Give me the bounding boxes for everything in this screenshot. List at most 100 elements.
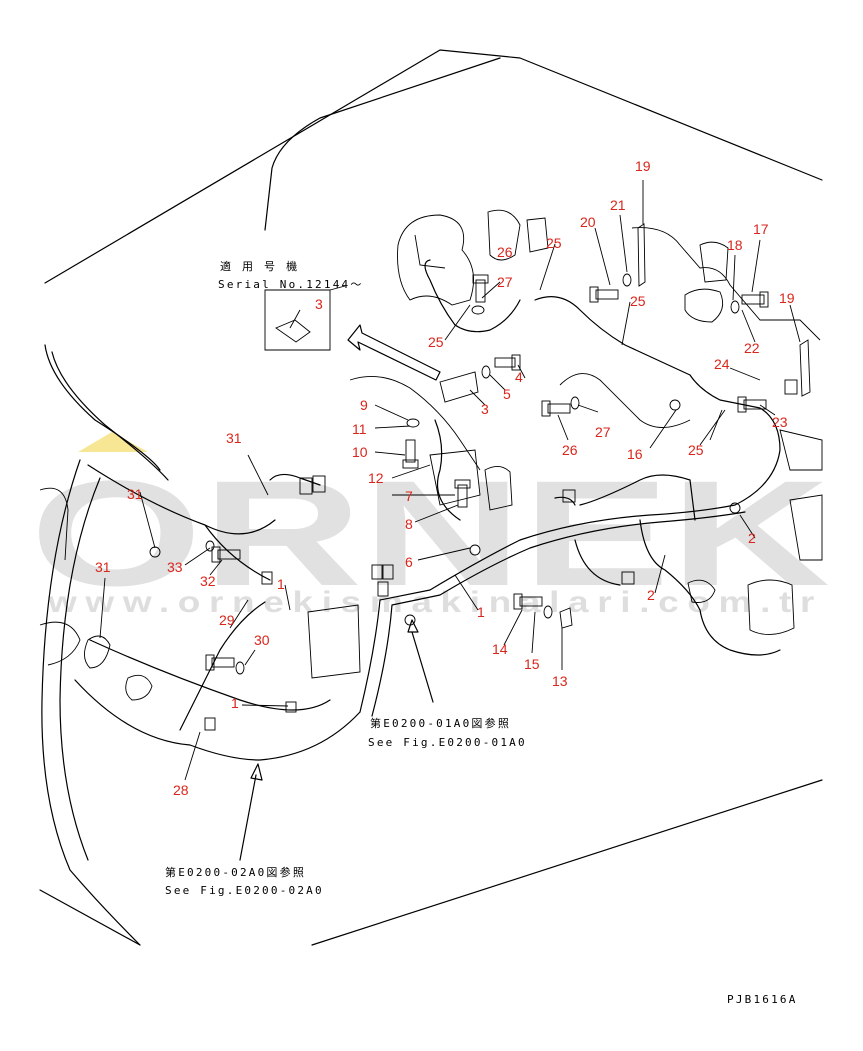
callout-27: 27 bbox=[595, 424, 611, 440]
callout-26: 26 bbox=[497, 244, 513, 260]
callout-25: 25 bbox=[428, 334, 444, 350]
callout-4: 4 bbox=[515, 369, 523, 385]
washer-icon bbox=[570, 396, 580, 410]
callout-31: 31 bbox=[127, 486, 143, 502]
callout-23: 23 bbox=[772, 414, 788, 430]
callout-5: 5 bbox=[503, 386, 511, 402]
watermark-accent bbox=[78, 432, 148, 452]
fasteners bbox=[149, 223, 811, 731]
bolt-icon bbox=[741, 291, 769, 308]
callout-12: 12 bbox=[368, 470, 384, 486]
callout-19: 19 bbox=[635, 158, 651, 174]
clamp-icon bbox=[669, 399, 681, 411]
callout-7: 7 bbox=[405, 488, 413, 504]
washer-icon bbox=[406, 418, 420, 428]
ref-fig1-en: See Fig.E0200-01A0 bbox=[368, 736, 527, 749]
callout-15: 15 bbox=[524, 656, 540, 672]
direction-arrow bbox=[347, 324, 441, 381]
bolt-icon bbox=[589, 286, 619, 303]
callout-8: 8 bbox=[405, 516, 413, 532]
bracket-icon bbox=[559, 607, 573, 629]
callout-27: 27 bbox=[497, 274, 513, 290]
reference-arrows bbox=[239, 619, 434, 861]
washer-icon bbox=[471, 305, 485, 315]
leader-lines bbox=[99, 180, 801, 781]
callout-1: 1 bbox=[231, 695, 239, 711]
callout-13: 13 bbox=[552, 673, 568, 689]
bolt-icon bbox=[513, 593, 543, 610]
serial-label-en: Serial No.12144～ bbox=[218, 278, 364, 291]
bolt-icon bbox=[472, 274, 489, 303]
connector-icon bbox=[261, 571, 273, 585]
callout-32: 32 bbox=[200, 573, 216, 589]
callout-31: 31 bbox=[226, 430, 242, 446]
callout-3: 3 bbox=[481, 401, 489, 417]
bolt-icon bbox=[454, 479, 471, 508]
callout-19: 19 bbox=[779, 290, 795, 306]
callout-9: 9 bbox=[360, 397, 368, 413]
bolt-icon bbox=[402, 439, 419, 469]
callout-numbers: 19 21 20 17 18 19 26 25 27 25 25 22 24 4… bbox=[95, 158, 795, 798]
bolt-icon bbox=[494, 354, 521, 371]
washer-icon bbox=[235, 661, 245, 675]
connector-icon bbox=[285, 701, 297, 713]
bracket-icon bbox=[799, 339, 811, 397]
callout-17: 17 bbox=[753, 221, 769, 237]
bolt-icon bbox=[205, 654, 235, 671]
callout-11: 11 bbox=[352, 421, 367, 437]
callout-24: 24 bbox=[714, 356, 730, 372]
ref-fig2-jp: 第E0200-02A0図参照 bbox=[165, 865, 306, 879]
bracket-icon bbox=[637, 223, 646, 287]
washer-icon bbox=[205, 540, 215, 552]
callout-26: 26 bbox=[562, 442, 578, 458]
callout-28: 28 bbox=[173, 782, 189, 798]
callout-31: 31 bbox=[95, 559, 111, 575]
callout-22: 22 bbox=[744, 340, 760, 356]
clamp-icon bbox=[729, 502, 741, 514]
callout-14: 14 bbox=[492, 641, 508, 657]
watermark-site: www.ornekismakinalari.com.tr bbox=[47, 586, 823, 619]
callout-25: 25 bbox=[546, 235, 562, 251]
washer-icon bbox=[481, 365, 491, 379]
engine-components bbox=[84, 209, 823, 701]
clamp-icon bbox=[469, 544, 481, 556]
connector-icon bbox=[204, 717, 216, 731]
nut-icon bbox=[784, 379, 798, 395]
callout-2: 2 bbox=[647, 587, 655, 603]
washer-icon bbox=[543, 605, 553, 619]
connector-icon bbox=[299, 475, 326, 495]
serial-label-jp: 適 用 号 機 bbox=[220, 259, 299, 273]
callout-30: 30 bbox=[254, 632, 270, 648]
callout-21: 21 bbox=[610, 197, 626, 213]
watermark-brand: ORNEK bbox=[30, 449, 830, 617]
connector-icon bbox=[562, 489, 576, 503]
callout-16: 16 bbox=[627, 446, 643, 462]
bolt-icon bbox=[211, 546, 241, 563]
callout-25: 25 bbox=[630, 293, 646, 309]
callout-3: 3 bbox=[315, 296, 323, 312]
watermark: ORNEK www.ornekismakinalari.com.tr bbox=[30, 432, 830, 619]
text-labels: 適 用 号 機 Serial No.12144～ 第E0200-01A0図参照 … bbox=[165, 259, 798, 1006]
bolt-icon bbox=[737, 396, 767, 413]
callout-33: 33 bbox=[167, 559, 183, 575]
callout-1: 1 bbox=[277, 576, 285, 592]
callout-1: 1 bbox=[477, 604, 485, 620]
callout-29: 29 bbox=[219, 612, 235, 628]
bolt-icon bbox=[541, 400, 571, 417]
ref-fig2-en: See Fig.E0200-02A0 bbox=[165, 884, 324, 897]
connector-icon bbox=[621, 571, 635, 585]
callout-25: 25 bbox=[688, 442, 704, 458]
callout-10: 10 bbox=[352, 444, 368, 460]
washer-icon bbox=[730, 300, 740, 314]
callout-20: 20 bbox=[580, 214, 596, 230]
connector-icon bbox=[371, 564, 394, 597]
washer-icon bbox=[622, 273, 632, 287]
callout-18: 18 bbox=[727, 237, 743, 253]
drawing-code: PJB1616A bbox=[727, 993, 798, 1006]
callout-6: 6 bbox=[405, 554, 413, 570]
ref-fig1-jp: 第E0200-01A0図参照 bbox=[370, 716, 511, 730]
machine-body-outline bbox=[39, 49, 823, 946]
callout-2: 2 bbox=[748, 530, 756, 546]
